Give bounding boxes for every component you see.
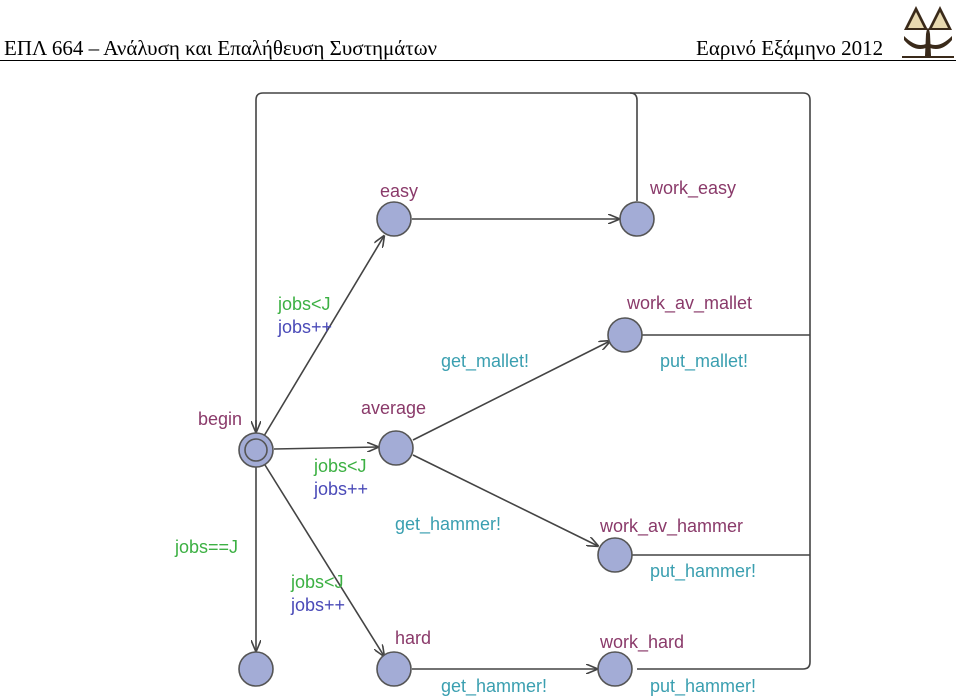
label-work-av-mallet: work_av_mallet xyxy=(626,293,752,314)
work-easy-return xyxy=(629,92,638,201)
location-work-av-mallet xyxy=(607,317,643,353)
label-easy: easy xyxy=(380,181,418,201)
label-begin: begin xyxy=(198,409,242,429)
guard-to-hard: jobs<J xyxy=(290,572,344,592)
edge-begin-hard xyxy=(264,464,384,656)
location-begin xyxy=(238,432,274,468)
location-work-hard xyxy=(597,651,633,687)
update-to-easy: jobs++ xyxy=(277,317,332,337)
sync-put-hammer-hard: put_hammer! xyxy=(650,676,756,697)
course-title: ΕΠΛ 664 – Ανάλυση και Επαλήθευση Συστημά… xyxy=(4,36,438,60)
label-average: average xyxy=(361,398,426,418)
label-work-easy: work_easy xyxy=(649,178,736,199)
location-begin-initial-ring xyxy=(244,438,268,462)
label-work-hard: work_hard xyxy=(599,632,684,653)
semester-label: Εαρινό Εξάμηνο 2012 xyxy=(696,36,884,60)
sync-get-hammer-average: get_hammer! xyxy=(395,514,501,535)
edge-begin-average xyxy=(273,447,378,449)
header-rule xyxy=(0,60,956,61)
location-work-av-hammer xyxy=(597,537,633,573)
university-logo xyxy=(898,0,958,60)
guard-to-easy: jobs<J xyxy=(277,294,331,314)
guard-to-end: jobs==J xyxy=(174,537,238,557)
sync-get-mallet: get_mallet! xyxy=(441,351,529,372)
location-work-easy xyxy=(619,201,655,237)
guard-to-average: jobs<J xyxy=(313,456,367,476)
location-end xyxy=(238,651,274,687)
location-average xyxy=(378,430,414,466)
sync-get-hammer-hard: get_hammer! xyxy=(441,676,547,697)
label-work-av-hammer: work_av_hammer xyxy=(599,516,743,537)
edge-average-work-av-mallet xyxy=(412,341,610,441)
location-easy xyxy=(376,201,412,237)
sync-put-mallet: put_mallet! xyxy=(660,351,748,372)
edge-average-work-av-hammer xyxy=(412,454,598,546)
label-hard: hard xyxy=(395,628,431,648)
location-hard xyxy=(376,651,412,687)
sync-put-hammer-av: put_hammer! xyxy=(650,561,756,582)
return-loop-frame xyxy=(255,92,811,670)
update-to-hard: jobs++ xyxy=(290,595,345,615)
update-to-average: jobs++ xyxy=(313,479,368,499)
edge-begin-easy xyxy=(263,236,384,437)
